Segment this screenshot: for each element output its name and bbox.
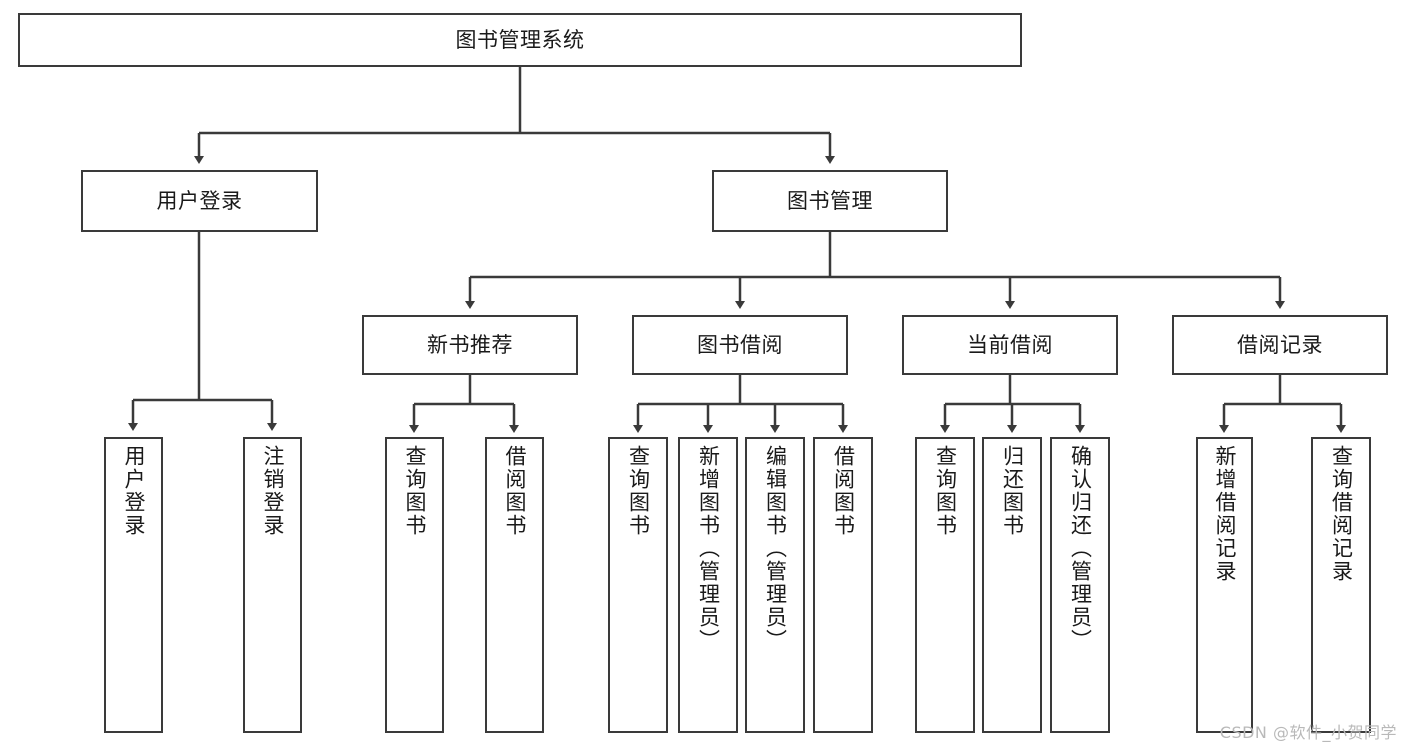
- leaf-recommend-query-book[interactable]: 查询图书: [385, 437, 444, 733]
- node-current-borrow[interactable]: 当前借阅: [902, 315, 1118, 375]
- leaf-current-query-book[interactable]: 查询图书: [915, 437, 975, 733]
- leaf-borrow-borrow-book[interactable]: 借阅图书: [813, 437, 873, 733]
- leaf-borrow-edit-book[interactable]: 编辑图书（管理员）: [745, 437, 805, 733]
- node-label: 查询图书: [933, 445, 958, 537]
- node-user-login[interactable]: 用户登录: [81, 170, 318, 232]
- node-label: 图书借阅: [697, 332, 783, 357]
- node-label: 用户登录: [122, 445, 146, 537]
- leaf-borrow-add-book[interactable]: 新增图书（管理员）: [678, 437, 738, 733]
- node-label: 图书管理: [787, 188, 873, 213]
- node-book-management[interactable]: 图书管理: [712, 170, 948, 232]
- node-borrow-record[interactable]: 借阅记录: [1172, 315, 1388, 375]
- node-label: 编辑图书（管理员）: [763, 445, 788, 652]
- node-label: 借阅图书: [831, 445, 856, 537]
- node-root-system[interactable]: 图书管理系统: [18, 13, 1022, 67]
- node-label: 用户登录: [156, 188, 243, 213]
- leaf-record-add[interactable]: 新增借阅记录: [1196, 437, 1253, 733]
- node-label: 图书管理系统: [455, 27, 585, 52]
- node-label: 查询图书: [626, 445, 651, 537]
- node-label: 注销登录: [261, 445, 285, 537]
- leaf-current-return-book[interactable]: 归还图书: [982, 437, 1042, 733]
- node-new-book-recommend[interactable]: 新书推荐: [362, 315, 578, 375]
- node-label: 借阅图书: [503, 445, 527, 537]
- node-label: 查询借阅记录: [1329, 445, 1354, 583]
- leaf-user-logout[interactable]: 注销登录: [243, 437, 302, 733]
- node-book-borrow[interactable]: 图书借阅: [632, 315, 848, 375]
- csdn-watermark: CSDN @软件_小贺同学: [1219, 723, 1397, 742]
- node-label: 新增图书（管理员）: [696, 445, 721, 652]
- node-label: 当前借阅: [967, 332, 1053, 357]
- node-label: 查询图书: [403, 445, 427, 537]
- node-label: 新书推荐: [427, 332, 513, 357]
- node-label: 借阅记录: [1237, 332, 1323, 357]
- leaf-recommend-borrow-book[interactable]: 借阅图书: [485, 437, 544, 733]
- leaf-current-confirm-return[interactable]: 确认归还（管理员）: [1050, 437, 1110, 733]
- node-label: 归还图书: [1000, 445, 1025, 537]
- leaf-borrow-query-book[interactable]: 查询图书: [608, 437, 668, 733]
- leaf-user-login[interactable]: 用户登录: [104, 437, 163, 733]
- leaf-record-query[interactable]: 查询借阅记录: [1311, 437, 1371, 733]
- node-label: 新增借阅记录: [1213, 445, 1237, 583]
- node-label: 确认归还（管理员）: [1068, 445, 1093, 652]
